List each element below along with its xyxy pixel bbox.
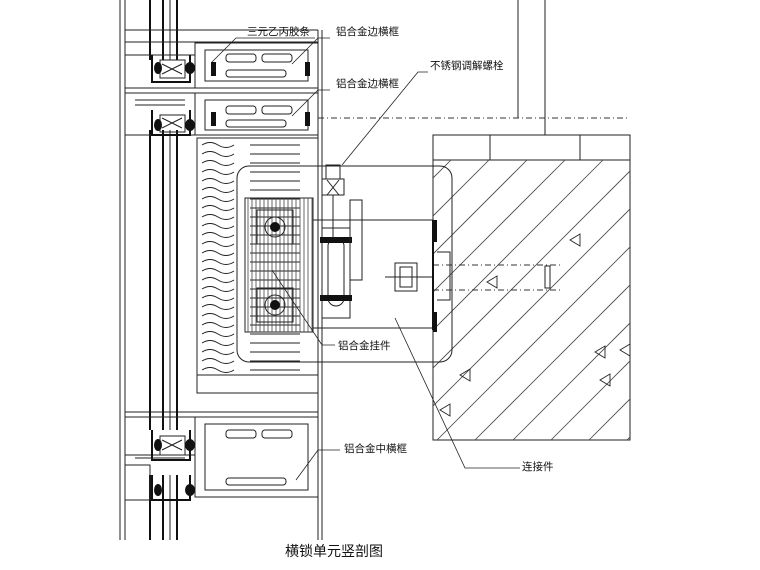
label-alu-mid-transom: 铝合金中横框 <box>344 442 407 455</box>
label-alu-hanger: 铝合金挂件 <box>338 339 391 352</box>
label-alu-edge-transom-1: 铝合金边横框 <box>336 25 399 38</box>
label-alu-edge-transom-2: 铝合金边横框 <box>336 77 399 90</box>
insulation-infill <box>196 137 319 394</box>
top-edge-transom <box>124 29 319 89</box>
epdm-gaskets <box>154 62 310 496</box>
callout-labels: 三元乙丙胶条 铝合金边横框 铝合金边横框 不锈钢调解螺栓 铝合金挂件 铝合金中横… <box>247 25 554 560</box>
bottom-mid-transom <box>124 416 319 540</box>
drawing-caption: 横锁单元竖剖图 <box>285 544 383 560</box>
leader-lines <box>211 37 520 481</box>
middle-edge-transom <box>124 92 319 136</box>
concrete-slab <box>432 159 631 441</box>
glazing-unit <box>149 0 178 540</box>
alu-hanger-assembly <box>236 164 453 363</box>
label-connector: 连接件 <box>522 460 554 473</box>
label-ss-adjust-bolt: 不锈钢调解螺栓 <box>430 59 504 72</box>
label-epdm-strip: 三元乙丙胶条 <box>247 25 310 38</box>
